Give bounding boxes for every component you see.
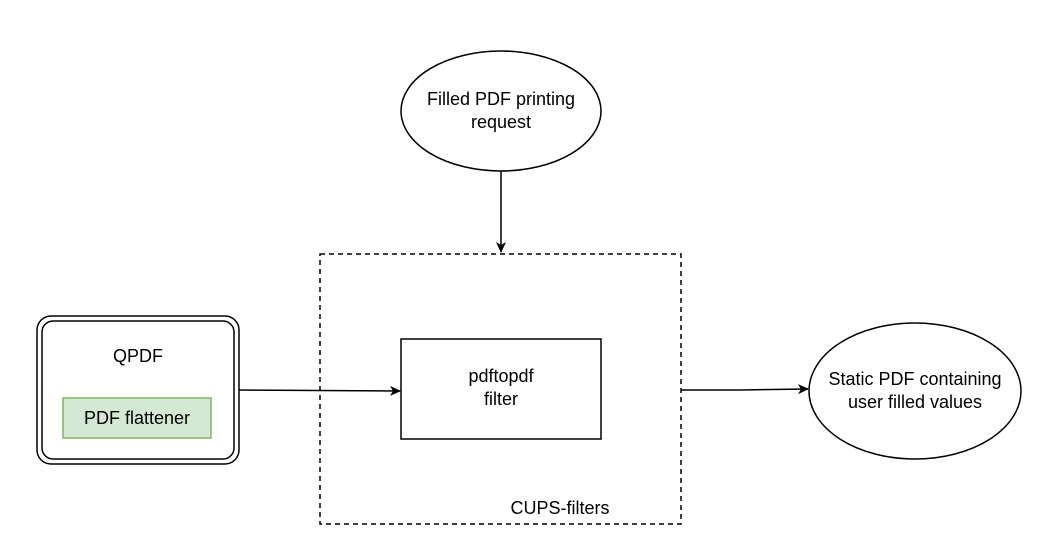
pdf-flattener-box	[62, 397, 212, 439]
cups-filters-label: CUPS-filters	[510, 497, 610, 518]
pdftopdf-filter-box	[400, 338, 602, 440]
cups-filters-container	[319, 253, 682, 525]
output-ellipse	[808, 322, 1022, 460]
pdf-flattener-label: PDF flattener	[83, 407, 191, 428]
qpdf-inner-border	[41, 320, 235, 460]
qpdf-title: QPDF	[112, 345, 163, 366]
input-node-label: Filled PDF printing request	[426, 89, 576, 132]
edge-filter-to-output	[681, 384, 809, 395]
output-node-label: Static PDF containing user filled values	[828, 369, 1002, 412]
edge-qpdf-to-filter	[238, 385, 401, 396]
filter-node-label: pdftopdf filter	[468, 366, 534, 409]
qpdf-outer-border	[36, 315, 240, 465]
